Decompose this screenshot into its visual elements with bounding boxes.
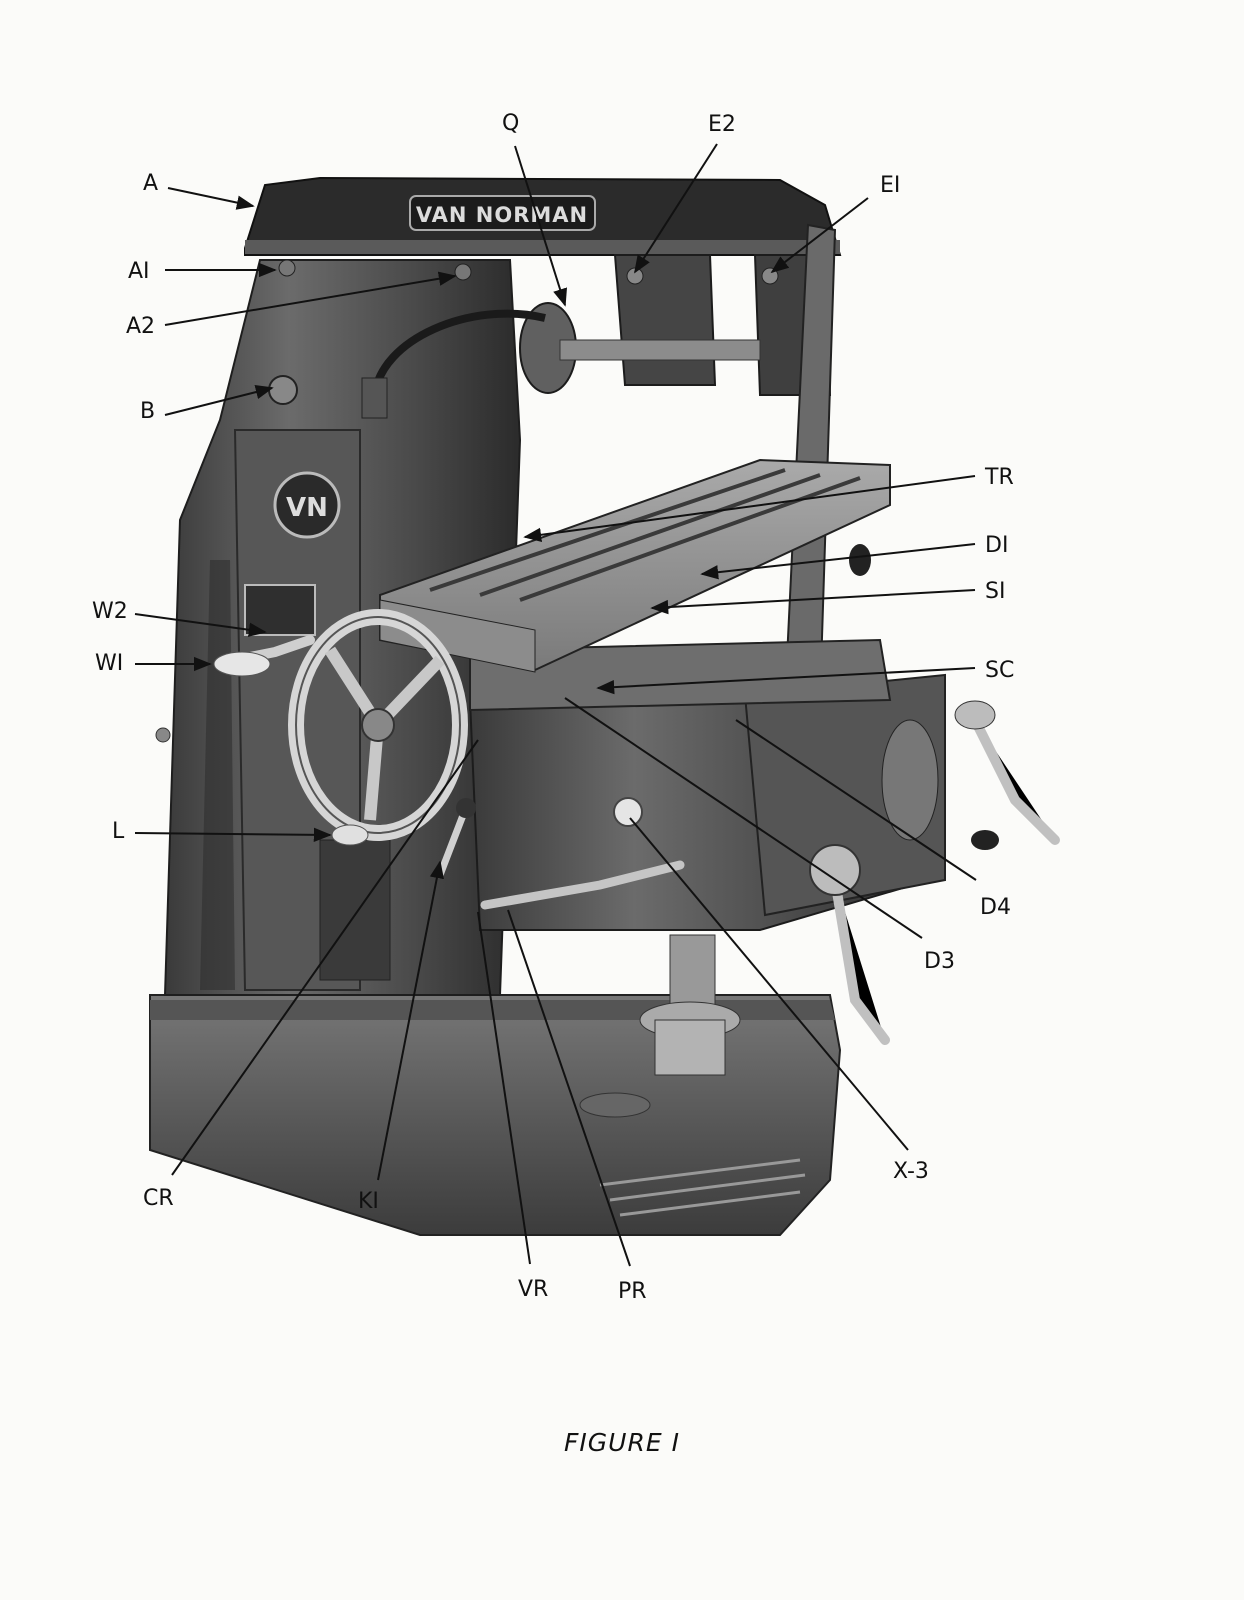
leader-sc <box>596 667 976 695</box>
callout-b: B <box>140 399 155 424</box>
saddle <box>469 638 892 712</box>
crank-handle-x3 <box>613 797 643 827</box>
callout-e1: EI <box>880 173 900 198</box>
leader-cr <box>171 739 479 1176</box>
leader-b <box>164 384 274 416</box>
callout-s1: SI <box>985 579 1005 604</box>
longitudinal-handwheel <box>288 609 468 846</box>
callout-labels: A AI A2 B W2 WI L Q E2 EI TR DI SI SC D4… <box>92 111 1014 1304</box>
callout-d1: DI <box>985 533 1008 558</box>
handwheel-handle <box>331 824 369 846</box>
callout-a1: AI <box>128 259 150 284</box>
leader-l <box>134 827 332 843</box>
callout-a: A <box>143 171 158 196</box>
overarm-clamp-screw-a2 <box>454 263 472 281</box>
callout-x3: X-3 <box>893 1159 929 1184</box>
base-coolant-plug <box>579 1092 651 1118</box>
callout-a2: A2 <box>126 314 155 339</box>
callout-pr: PR <box>618 1279 647 1304</box>
leader-a2 <box>164 271 457 326</box>
callout-w2: W2 <box>92 599 128 624</box>
leader-d3 <box>564 697 923 939</box>
knee-lever-k1 <box>436 806 469 879</box>
callout-q: Q <box>502 111 519 136</box>
figure-caption: FIGURE I <box>564 1428 680 1457</box>
leader-tr <box>523 475 976 542</box>
leader-e2 <box>634 143 718 274</box>
leader-d4 <box>735 719 977 881</box>
brand-plate-text: VAN NORMAN <box>416 203 588 227</box>
callout-tr: TR <box>984 465 1014 490</box>
leader-q <box>514 145 568 307</box>
callout-cr: CR <box>143 1186 174 1211</box>
overarm-clamp-screw-a1 <box>278 259 296 277</box>
leader-s1 <box>650 589 976 615</box>
leader-x3 <box>629 817 909 1151</box>
callout-d3: D3 <box>924 949 955 974</box>
leader-e1 <box>770 197 869 274</box>
knob-b <box>268 375 298 405</box>
leader-a <box>167 187 255 210</box>
brand-plate <box>409 195 596 231</box>
callout-d4: D4 <box>980 895 1011 920</box>
power-feed-lever-pr <box>480 860 685 910</box>
callout-w1: WI <box>95 651 123 676</box>
arbor <box>559 339 761 361</box>
callout-sc: SC <box>985 658 1014 683</box>
callout-k1: KI <box>358 1189 379 1214</box>
vn-emblem <box>273 471 341 539</box>
coolant-hose <box>371 309 546 396</box>
leader-w2 <box>134 613 267 637</box>
cross-feed-crank <box>830 875 890 1045</box>
knee-gear-cover <box>881 719 939 841</box>
speed-plate <box>244 584 316 636</box>
leader-lines <box>134 143 977 1267</box>
vn-emblem-text: VN <box>286 493 328 523</box>
column-door <box>319 839 391 981</box>
leader-vr <box>477 911 531 1265</box>
leader-d1 <box>700 543 976 580</box>
machine-illustration: VN VAN NORMAN <box>149 176 1060 1236</box>
callout-l: L <box>112 819 125 844</box>
leader-pr <box>507 909 631 1267</box>
callout-vr: VR <box>518 1277 548 1302</box>
vertical-feed-crank <box>970 715 1060 845</box>
callout-e2: E2 <box>708 112 736 137</box>
leader-k1 <box>377 860 444 1181</box>
